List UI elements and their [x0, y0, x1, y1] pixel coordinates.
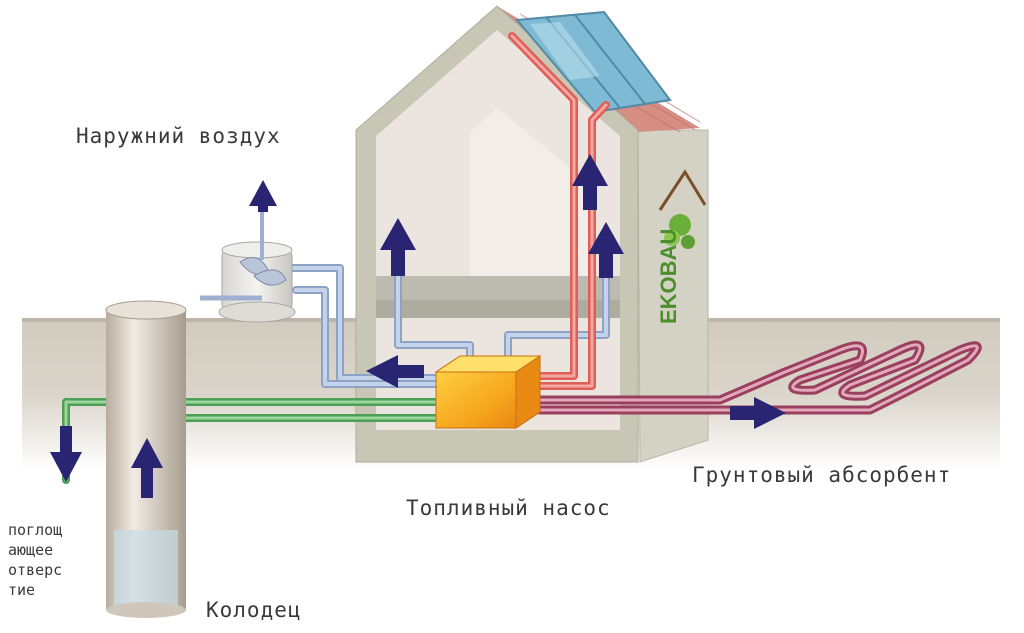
arrow-up-icon [380, 218, 416, 276]
label-absorption-hole: поглощ ающее отверс тие [8, 521, 63, 599]
fan-icon [200, 208, 296, 323]
label-heat-pump: Топливный насос [406, 496, 611, 520]
arrow-up-icon [572, 154, 608, 210]
arrow-right-icon [730, 397, 786, 429]
arrow-up-icon [131, 438, 163, 498]
flow-arrows [50, 154, 786, 498]
arrow-up-icon [249, 180, 277, 212]
arrow-down-icon [50, 426, 82, 482]
label-ground-absorber: Грунтовый абсорбент [692, 463, 952, 487]
label-well: Колодец [206, 598, 302, 622]
logo-text: EKOBAU [656, 229, 681, 324]
arrow-up-icon [588, 222, 624, 278]
ekobau-house-logo: EKOBAU [656, 169, 707, 324]
label-outdoor-air: Наружний воздух [76, 124, 281, 148]
heat-pump-box [434, 355, 542, 429]
arrow-left-icon [366, 355, 424, 388]
ground-absorber-coil [535, 340, 982, 415]
solar-panel-icon [514, 10, 672, 114]
